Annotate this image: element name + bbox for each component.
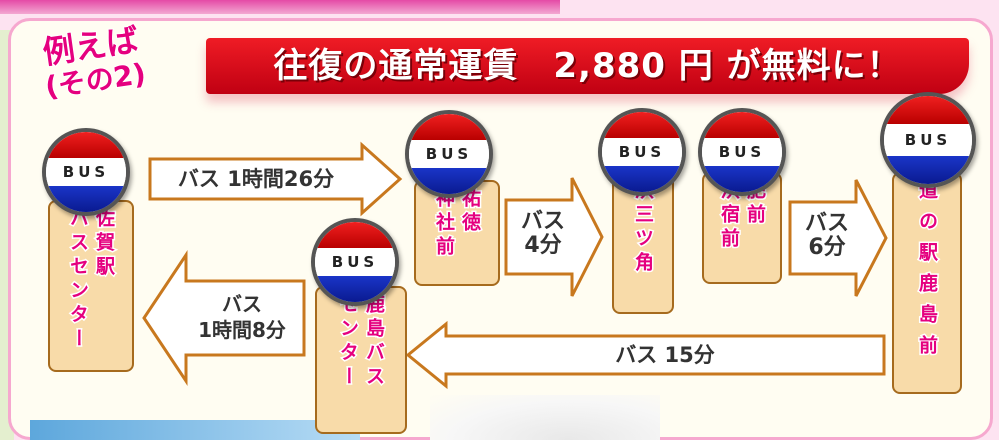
arrow-saga-to-yutoku: バス 1時間26分 — [148, 141, 403, 217]
top-banner-end — [560, 0, 999, 14]
bus-icon-text: BUS — [46, 157, 126, 187]
bus-stop-icon: BUS — [698, 108, 786, 196]
headline-banner — [206, 38, 969, 94]
headline-text: 往復の通常運賃 2,880 円 が無料に！ — [273, 46, 902, 86]
photo-strip — [30, 420, 360, 440]
stop-michi-col1: 道の駅鹿島前 — [915, 179, 940, 368]
arrow-michinoeki-to-kashima: バス 15分 — [405, 320, 886, 390]
leg-yutoku-hama: バス 4分 — [514, 210, 572, 258]
leg-kashima-saga: バス 1時間8分 — [182, 291, 302, 343]
leg-michi-kashima: バス 15分 — [615, 343, 715, 367]
stop-saga-col2: バスセンター — [66, 207, 91, 354]
bus-stop-icon: BUS — [598, 108, 686, 196]
stop-kashima-col1: 鹿島バス — [362, 293, 387, 392]
stop-yutoku-col1: 祐徳 — [458, 187, 483, 238]
bus-icon-text: BUS — [409, 139, 489, 169]
bus-stop-icon: BUS — [880, 92, 976, 188]
leg-yutoku-hama-l1: バス — [520, 209, 565, 234]
stop-saga-col1: 佐賀駅 — [92, 207, 117, 282]
bus-icon-text: BUS — [602, 137, 682, 167]
bus-stop-icon: BUS — [311, 218, 399, 306]
arrow-kashima-to-saga: バス 1時間8分 — [142, 250, 306, 386]
photo-fragment — [430, 395, 660, 440]
bus-icon-text: BUS — [315, 247, 395, 277]
leg-saga-yutoku: バス 1時間26分 — [177, 167, 335, 191]
leg-hizen-michi-l1: バス — [804, 211, 849, 236]
stop-saga-station: 佐賀駅 バスセンター — [48, 200, 134, 372]
stop-yutoku-shrine: 祐徳 神社前 — [414, 180, 500, 286]
leg-hizen-michi: バス 6分 — [798, 212, 856, 260]
arrow-hizen-to-michinoeki: バス 6分 — [788, 178, 890, 298]
bus-icon-text: BUS — [884, 124, 972, 156]
leg-kashima-saga-l2: 1時間8分 — [198, 318, 286, 342]
stop-yutoku-col2: 神社前 — [432, 187, 457, 262]
leg-hizen-michi-l2: 6分 — [808, 235, 846, 260]
bus-stop-icon: BUS — [42, 128, 130, 216]
bus-icon-text: BUS — [702, 137, 782, 167]
leg-kashima-saga-l1: バス — [222, 292, 262, 316]
stop-michinoeki-kashima: 道の駅鹿島前 — [892, 172, 962, 394]
bus-stop-icon: BUS — [405, 110, 493, 198]
stop-kashima-col2: センター — [336, 293, 361, 392]
stop-kashima-bus-center: 鹿島バス センター — [315, 286, 407, 434]
arrow-yutoku-to-hama: バス 4分 — [504, 176, 606, 298]
leg-yutoku-hama-l2: 4分 — [524, 233, 562, 258]
